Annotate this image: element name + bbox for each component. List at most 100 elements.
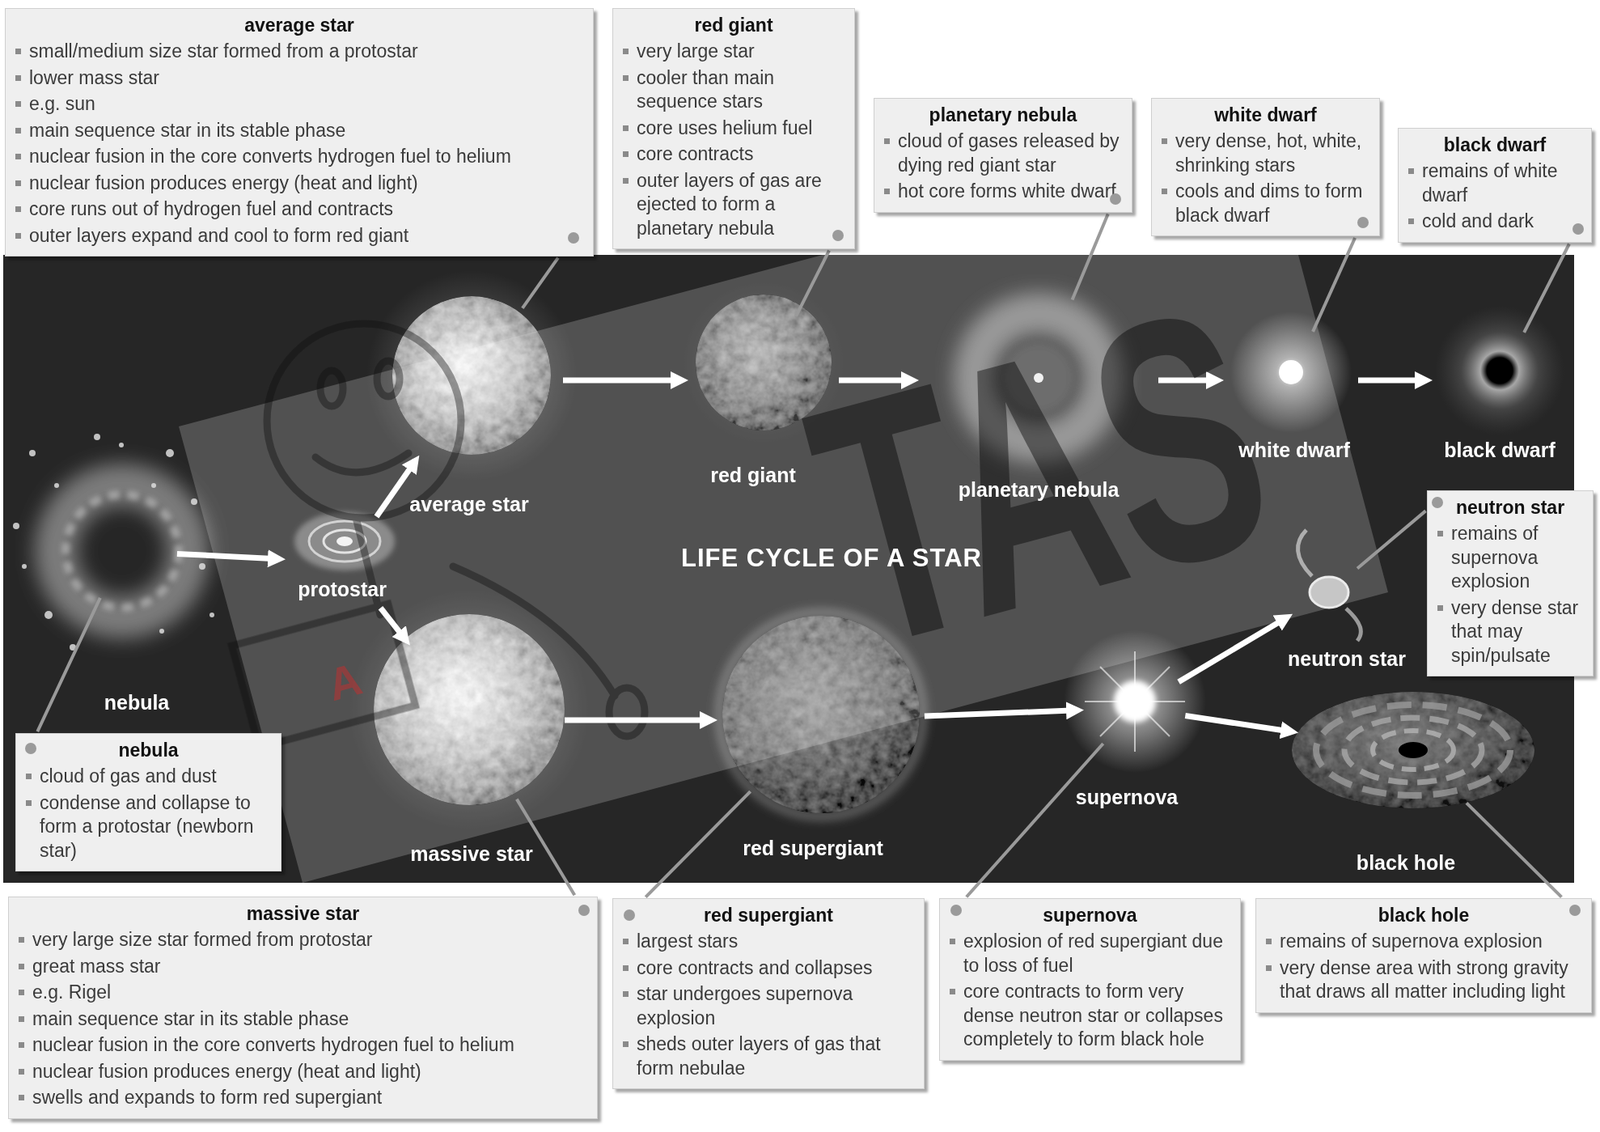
bullet-square bbox=[18, 1068, 25, 1075]
callout-row: very large size star formed from protost… bbox=[18, 927, 588, 952]
stage-node: neutron star bbox=[1288, 563, 1370, 621]
stage-label: red giant bbox=[710, 463, 796, 487]
bullet-text: cools and dims to form black dwarf bbox=[1175, 179, 1370, 228]
callout-heading: neutron star bbox=[1456, 496, 1565, 518]
bullet-text: star undergoes supernova explosion bbox=[636, 982, 915, 1030]
leader-dot bbox=[567, 232, 580, 244]
info-callout: black dwarfremains of white dwarfcold an… bbox=[1397, 127, 1592, 243]
bullet-square bbox=[1161, 138, 1168, 144]
callout-row: black dwarf bbox=[1408, 133, 1582, 157]
leader-line bbox=[966, 743, 1104, 897]
info-callout: average starsmall/medium size star forme… bbox=[4, 8, 594, 257]
watermark-cartoon bbox=[232, 323, 645, 748]
stage-label: neutron star bbox=[1287, 647, 1406, 671]
leader-dot bbox=[25, 742, 37, 754]
callout-row: white dwarf bbox=[1161, 103, 1370, 127]
diagram-title: LIFE CYCLE OF A STAR bbox=[681, 543, 983, 573]
callout-row: core runs out of hydrogen fuel and contr… bbox=[15, 197, 584, 221]
stage-node: red supergiant bbox=[723, 622, 919, 817]
stage-label: planetary nebula bbox=[958, 478, 1120, 502]
flow-arrow bbox=[177, 553, 274, 559]
flow-arrow bbox=[1178, 620, 1283, 682]
callout-row: remains of supernova explosion bbox=[1265, 929, 1582, 953]
leader-dot bbox=[1569, 904, 1581, 916]
bullet-text: main sequence star in its stable phase bbox=[29, 118, 346, 143]
bullet-text: core uses helium fuel bbox=[636, 116, 813, 140]
flow-arrow bbox=[376, 465, 412, 517]
callout-row: planetary nebula bbox=[884, 103, 1122, 127]
gas-ring bbox=[55, 484, 189, 618]
callout-heading: supernova bbox=[1042, 904, 1137, 926]
stage-node: planetary nebula bbox=[925, 299, 1152, 462]
bullet-square bbox=[15, 127, 22, 134]
callout-row: very dense, hot, white, shrinking stars bbox=[1161, 129, 1370, 178]
callout-row: very dense area with strong gravity that… bbox=[1265, 956, 1582, 1004]
bullet-square bbox=[884, 188, 890, 195]
flow-arrow bbox=[562, 377, 677, 384]
callout-row: remains of supernova explosion bbox=[1437, 521, 1584, 593]
bullet-square bbox=[15, 232, 22, 239]
bullet-text: core contracts to form very dense neutro… bbox=[963, 979, 1231, 1051]
callout-row: core uses helium fuel bbox=[622, 116, 845, 140]
leader-dot bbox=[578, 904, 590, 916]
bullet-square bbox=[622, 965, 629, 971]
bullet-text: cloud of gases released by dying red gia… bbox=[897, 129, 1122, 178]
stage-label: black hole bbox=[1356, 850, 1456, 875]
bullet-text: hot core forms white dwarf bbox=[897, 179, 1117, 204]
callout-row: cools and dims to form black dwarf bbox=[1161, 179, 1370, 228]
bullet-text: cloud of gas and dust bbox=[39, 764, 217, 788]
bullet-text: largest stars bbox=[636, 929, 738, 953]
info-callout: black holeremains of supernova explosion… bbox=[1255, 897, 1592, 1013]
stage-node: nebula bbox=[73, 502, 171, 600]
callout-row: black hole bbox=[1265, 903, 1582, 927]
info-callout: red giantvery large starcooler than main… bbox=[612, 8, 856, 250]
callout-row: hot core forms white dwarf bbox=[884, 179, 1122, 204]
bullet-square bbox=[25, 800, 32, 806]
info-callout: massive star very large size star formed … bbox=[8, 896, 598, 1119]
bullet-text: cold and dark bbox=[1422, 209, 1534, 233]
callout-row: swells and expands to form red supergian… bbox=[18, 1085, 588, 1109]
leader-line bbox=[522, 258, 559, 309]
callout-row: main sequence star in its stable phase bbox=[18, 1007, 588, 1031]
stage-node: red giant bbox=[694, 311, 833, 449]
callout-row: supernova bbox=[949, 903, 1231, 927]
bullet-square bbox=[18, 989, 25, 995]
bullet-square bbox=[622, 75, 629, 81]
bullet-text: very large star bbox=[636, 39, 755, 64]
stage-label: supernova bbox=[1075, 785, 1178, 809]
callout-row: core contracts bbox=[622, 142, 845, 166]
leader-dot bbox=[1357, 216, 1369, 229]
info-callout: neutron star remains of supernova explosi… bbox=[1426, 490, 1594, 677]
callout-row: explosion of red supergiant due to loss … bbox=[949, 929, 1231, 978]
bullet-text: nuclear fusion in the core converts hydr… bbox=[29, 144, 512, 169]
stage-label: black dwarf bbox=[1443, 438, 1556, 462]
callout-row: outer layers expand and cool to form red… bbox=[15, 224, 584, 248]
leader-line bbox=[1357, 510, 1426, 568]
callout-row: sheds outer layers of gas that form nebu… bbox=[622, 1032, 915, 1080]
leader-dot bbox=[623, 909, 635, 921]
bullet-square bbox=[1408, 218, 1414, 225]
callout-row: red giant bbox=[622, 13, 845, 38]
callout-row: largest stars bbox=[622, 929, 915, 953]
callout-heading: red giant bbox=[694, 14, 773, 36]
bullet-square bbox=[622, 125, 629, 132]
bullet-square bbox=[15, 153, 22, 160]
bullet-square bbox=[25, 773, 32, 779]
leader-line bbox=[1312, 237, 1355, 332]
leader-line bbox=[1523, 244, 1570, 333]
leader-line bbox=[1466, 802, 1562, 897]
callout-row: small/medium size star formed from a pro… bbox=[15, 39, 584, 64]
bullet-text: outer layers expand and cool to form red… bbox=[29, 224, 409, 248]
bullet-text: explosion of red supergiant due to loss … bbox=[963, 929, 1231, 978]
bullet-text: condense and collapse to form a protosta… bbox=[39, 791, 271, 863]
bullet-square bbox=[15, 75, 22, 81]
callout-heading: nebula bbox=[118, 739, 178, 761]
callout-heading: massive star bbox=[246, 902, 360, 924]
bullet-square bbox=[1265, 965, 1272, 971]
callout-row: main sequence star in its stable phase bbox=[15, 118, 584, 143]
callout-heading: planetary nebula bbox=[929, 104, 1078, 126]
bullet-text: small/medium size star formed from a pro… bbox=[29, 39, 419, 64]
bullet-square bbox=[18, 963, 25, 970]
bullet-square bbox=[622, 990, 629, 997]
bullet-text: nuclear fusion produces energy (heat and… bbox=[32, 1059, 422, 1084]
